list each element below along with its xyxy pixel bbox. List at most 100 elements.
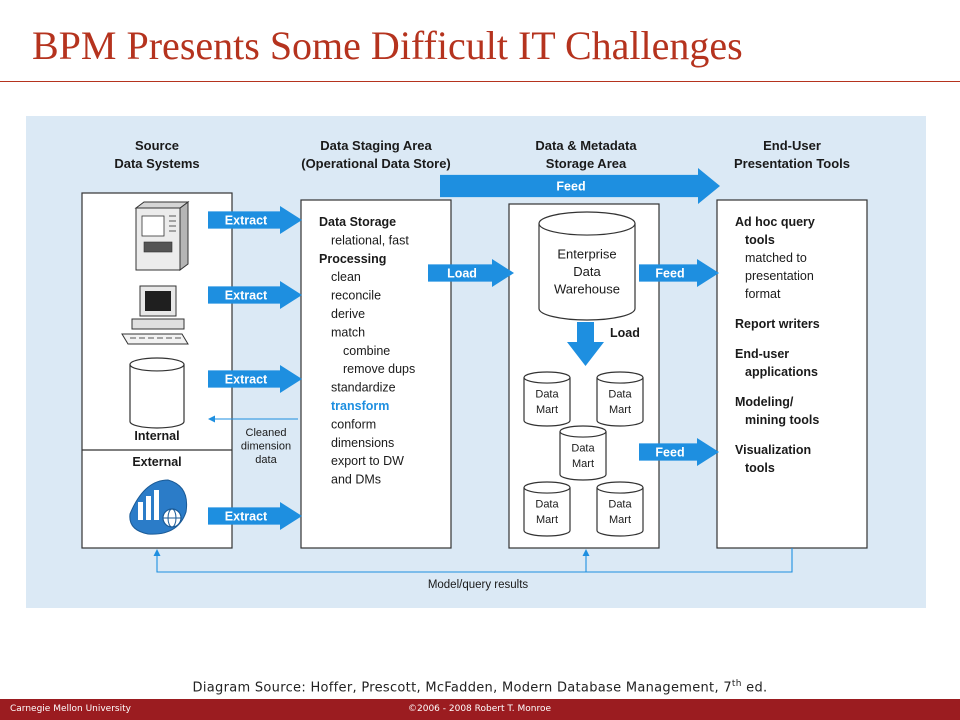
extract-arrow-2-shape	[208, 281, 302, 309]
extract-arrow-4: Extract	[208, 502, 302, 530]
external-bar	[146, 496, 151, 520]
presentation-tool-line: tools	[745, 233, 775, 247]
data-mart-cylinder-label: Data	[608, 389, 632, 401]
data-mart-cylinder-top	[596, 481, 644, 494]
load-arrow: Load	[428, 259, 514, 287]
extract-arrow-2-label: Extract	[225, 289, 268, 303]
presentation-tool-line: Report writers	[735, 317, 820, 331]
data-mart-cylinder-body	[596, 487, 644, 537]
extract-arrow-3: Extract	[208, 365, 302, 393]
staging-line: remove dups	[343, 362, 415, 376]
feed-arrow-top: Feed	[440, 168, 720, 204]
cleaned-data-arrowhead	[208, 415, 215, 423]
staging-line: reconcile	[331, 289, 381, 303]
staging-line: export to DW	[331, 454, 404, 468]
staging-line: transform	[331, 399, 389, 413]
data-mart-cylinder-top	[596, 371, 644, 384]
feed-arrow-bottom-label: Feed	[655, 446, 684, 460]
load-arrow-shape	[428, 259, 514, 287]
model-query-feedback: Model/query results	[153, 548, 793, 593]
feed-arrow-top-label: Feed	[556, 180, 585, 194]
staging-line: combine	[343, 344, 390, 358]
data-mart-cylinder-body	[523, 377, 571, 427]
feed-arrow-middle-label: Feed	[655, 267, 684, 281]
staging-area-block	[300, 199, 452, 549]
source-systems-title: Source	[135, 138, 179, 153]
external-source-icon	[129, 479, 188, 535]
feedback-label: Model/query results	[428, 579, 529, 591]
internal-database-icon	[129, 357, 185, 429]
presentation-tool-line: presentation	[745, 269, 814, 283]
server-side	[179, 201, 189, 271]
load-arrow-label: Load	[447, 267, 477, 281]
presentation-tool-line: applications	[745, 365, 818, 379]
feedback-arrowhead-source	[153, 549, 161, 556]
data-mart-cylinder-label: Mart	[572, 458, 594, 470]
enterprise-warehouse-cylinder-label: Warehouse	[554, 282, 620, 297]
presentation-tool-line: Ad hoc query	[735, 215, 815, 229]
data-mart-cylinder-body	[596, 377, 644, 427]
computer-base	[131, 318, 185, 330]
desktop-computer-icon	[121, 285, 189, 345]
data-mart-cylinder-label: Data	[535, 499, 559, 511]
data-mart-cylinder-body	[523, 487, 571, 537]
extract-arrow-1: Extract	[208, 206, 302, 234]
source-systems-title: Data Systems	[114, 156, 199, 171]
presentation-tools-block	[716, 199, 868, 549]
presentation-tool-line: Modeling/	[735, 395, 794, 409]
presentation-tool-line: mining tools	[745, 413, 819, 427]
slide-title: BPM Presents Some Difficult IT Challenge…	[32, 23, 743, 68]
extract-arrow-1-label: Extract	[225, 214, 268, 228]
source-note-superscript: th	[731, 679, 742, 689]
data-mart-cylinder-label: Mart	[609, 514, 631, 526]
external-label: External	[132, 455, 181, 469]
staging-area-title: (Operational Data Store)	[301, 156, 451, 171]
cleaned-dimension-note: data	[255, 454, 277, 466]
staging-line: and DMs	[331, 473, 381, 487]
internal-label: Internal	[134, 429, 179, 443]
staging-line: relational, fast	[331, 233, 409, 247]
extract-arrow-4-label: Extract	[225, 510, 268, 524]
extract-arrow-3-label: Extract	[225, 373, 268, 387]
source-note-text: Diagram Source: Hoffer, Prescott, McFadd…	[192, 680, 732, 696]
footer-university: Carnegie Mellon University	[10, 704, 131, 714]
extract-arrow-3-shape	[208, 365, 302, 393]
data-mart-cylinder-label: Data	[608, 499, 632, 511]
presentation-tool-line: format	[745, 287, 781, 301]
cleaned-dimension-note: Cleaned	[246, 427, 287, 439]
server-top	[134, 201, 190, 209]
feed-arrow-middle: Feed	[639, 259, 719, 287]
feedback-label-bg	[414, 575, 542, 593]
staging-line: clean	[331, 270, 361, 284]
staging-line: dimensions	[331, 436, 394, 450]
title-divider	[0, 81, 960, 82]
enterprise-warehouse-cylinder-label: Enterprise	[557, 247, 616, 262]
feedback-line-left	[156, 548, 793, 573]
presentation-tool-line: End-user	[735, 347, 789, 361]
presentation-tool-line: Visualization	[735, 443, 811, 457]
extract-arrow-2: Extract	[208, 281, 302, 309]
internal-database-icon-top	[129, 357, 185, 372]
internal-load-arrow-shape	[567, 322, 604, 366]
feed-arrow-bottom-shape	[639, 438, 719, 466]
data-mart-cylinder-label: Mart	[536, 514, 558, 526]
server-drive	[143, 241, 173, 253]
staging-line: match	[331, 325, 365, 339]
staging-area-title: Data Staging Area	[320, 138, 432, 153]
source-note-suffix: ed.	[741, 680, 768, 696]
enterprise-warehouse-cylinder-body	[538, 223, 636, 321]
data-mart-cylinder-body	[559, 431, 607, 481]
diagram-source-note: Diagram Source: Hoffer, Prescott, McFadd…	[0, 679, 960, 695]
data-mart-cylinder-label: Mart	[609, 404, 631, 416]
keyboard	[121, 333, 189, 345]
data-mart-cylinder-top	[523, 481, 571, 494]
presentation-tool-line: matched to	[745, 251, 807, 265]
internal-load-label: Load	[610, 326, 640, 340]
presentation-tools-title: Presentation Tools	[734, 156, 850, 171]
footer-copyright: ©2006 - 2008 Robert T. Monroe	[408, 704, 552, 714]
enterprise-warehouse-cylinder-label: Data	[573, 264, 601, 279]
